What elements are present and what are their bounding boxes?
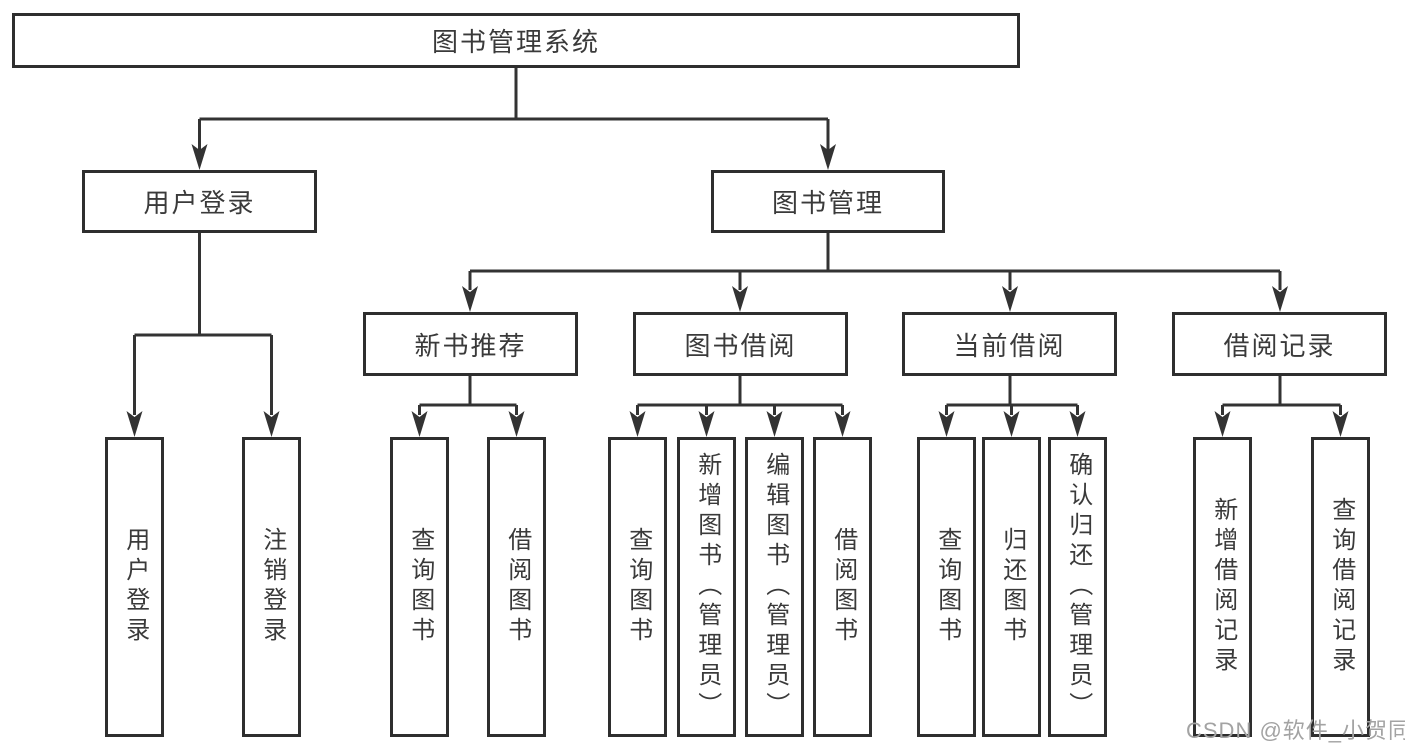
arrowhead [629,411,646,437]
leaf-confirm-return-admin: 确认归还（管理员） [1048,437,1107,737]
connector-book-management-groups [462,233,1288,312]
connector-root-to-branches [191,68,836,170]
node-borrow-records: 借阅记录 [1172,312,1387,376]
node-label: 当前借阅 [953,330,1066,361]
connector-line [1221,376,1342,415]
connector-line [636,376,844,415]
connector-line [418,376,518,415]
connector-line [945,376,1079,415]
leaf-borrow-books: 借阅图书 [813,437,872,737]
node-new-book-recommend: 新书推荐 [363,312,578,376]
node-label: 编辑图书（管理员） [761,452,789,722]
arrowhead [834,411,851,437]
leaf-user-login: 用户登录 [105,437,164,737]
node-book-management: 图书管理 [711,170,945,233]
leaf-edit-book-admin: 编辑图书（管理员） [745,437,804,737]
node-book-borrow: 图书借阅 [633,312,848,376]
leaf-add-borrow-record: 新增借阅记录 [1193,437,1252,737]
arrowhead [732,286,748,312]
watermark: CSDN @软件_小贺同学 [1186,718,1405,743]
node-label: 查询图书 [624,527,652,647]
leaf-borrow-books-recommend: 借阅图书 [487,437,546,737]
node-label: 图书管理 [771,188,884,218]
node-current-borrow: 当前借阅 [902,312,1117,376]
arrowhead [191,144,208,170]
leaf-return-books: 归还图书 [982,437,1041,737]
node-label: 借阅图书 [829,527,857,647]
arrowhead [698,411,715,437]
connector-line [198,68,830,150]
node-label: 新增借阅记录 [1209,497,1237,677]
leaf-query-books-recommend: 查询图书 [390,437,449,737]
arrowhead [1002,286,1018,312]
node-label: 归还图书 [998,527,1026,647]
node-label: 确认归还（管理员） [1064,452,1092,722]
connector-new-book-children [411,376,525,437]
node-label: 新书推荐 [414,330,527,361]
node-label: 查询图书 [933,527,961,647]
connector-user-login-children [126,233,280,437]
node-label: 图书管理系统 [431,27,600,57]
arrowhead [462,286,478,312]
connector-book-borrow-children [629,376,851,437]
leaf-query-books-borrow: 查询图书 [608,437,667,737]
leaf-add-book-admin: 新增图书（管理员） [677,437,736,737]
arrowhead [1214,411,1231,437]
node-system-root: 图书管理系统 [12,13,1020,68]
arrowhead [126,411,143,437]
leaf-logout: 注销登录 [242,437,301,737]
arrowhead [263,411,280,437]
arrowhead [1272,286,1288,312]
node-label: 新增图书（管理员） [693,452,721,722]
arrowhead [820,144,836,170]
arrowhead [1332,411,1349,437]
connector-line [133,233,273,415]
arrowhead [1003,411,1020,437]
arrowhead [938,411,955,437]
node-label: 用户登录 [121,527,149,647]
node-user-login: 用户登录 [82,170,317,233]
arrowhead [508,411,525,437]
node-label: 借阅记录 [1223,330,1336,361]
node-label: 图书借阅 [684,330,797,361]
arrowhead [766,411,783,437]
node-label: 注销登录 [258,527,286,647]
leaf-query-books-current: 查询图书 [917,437,976,737]
arrowhead [411,411,428,437]
arrowhead [1069,411,1086,437]
connector-current-borrow-children [938,376,1086,437]
node-label: 查询借阅记录 [1327,497,1355,677]
node-label: 查询图书 [406,527,434,647]
leaf-query-borrow-record: 查询借阅记录 [1311,437,1370,737]
node-label: 借阅图书 [503,527,531,647]
connector-borrow-records-children [1214,376,1349,437]
connector-line [468,233,1282,290]
node-label: 用户登录 [143,188,256,218]
